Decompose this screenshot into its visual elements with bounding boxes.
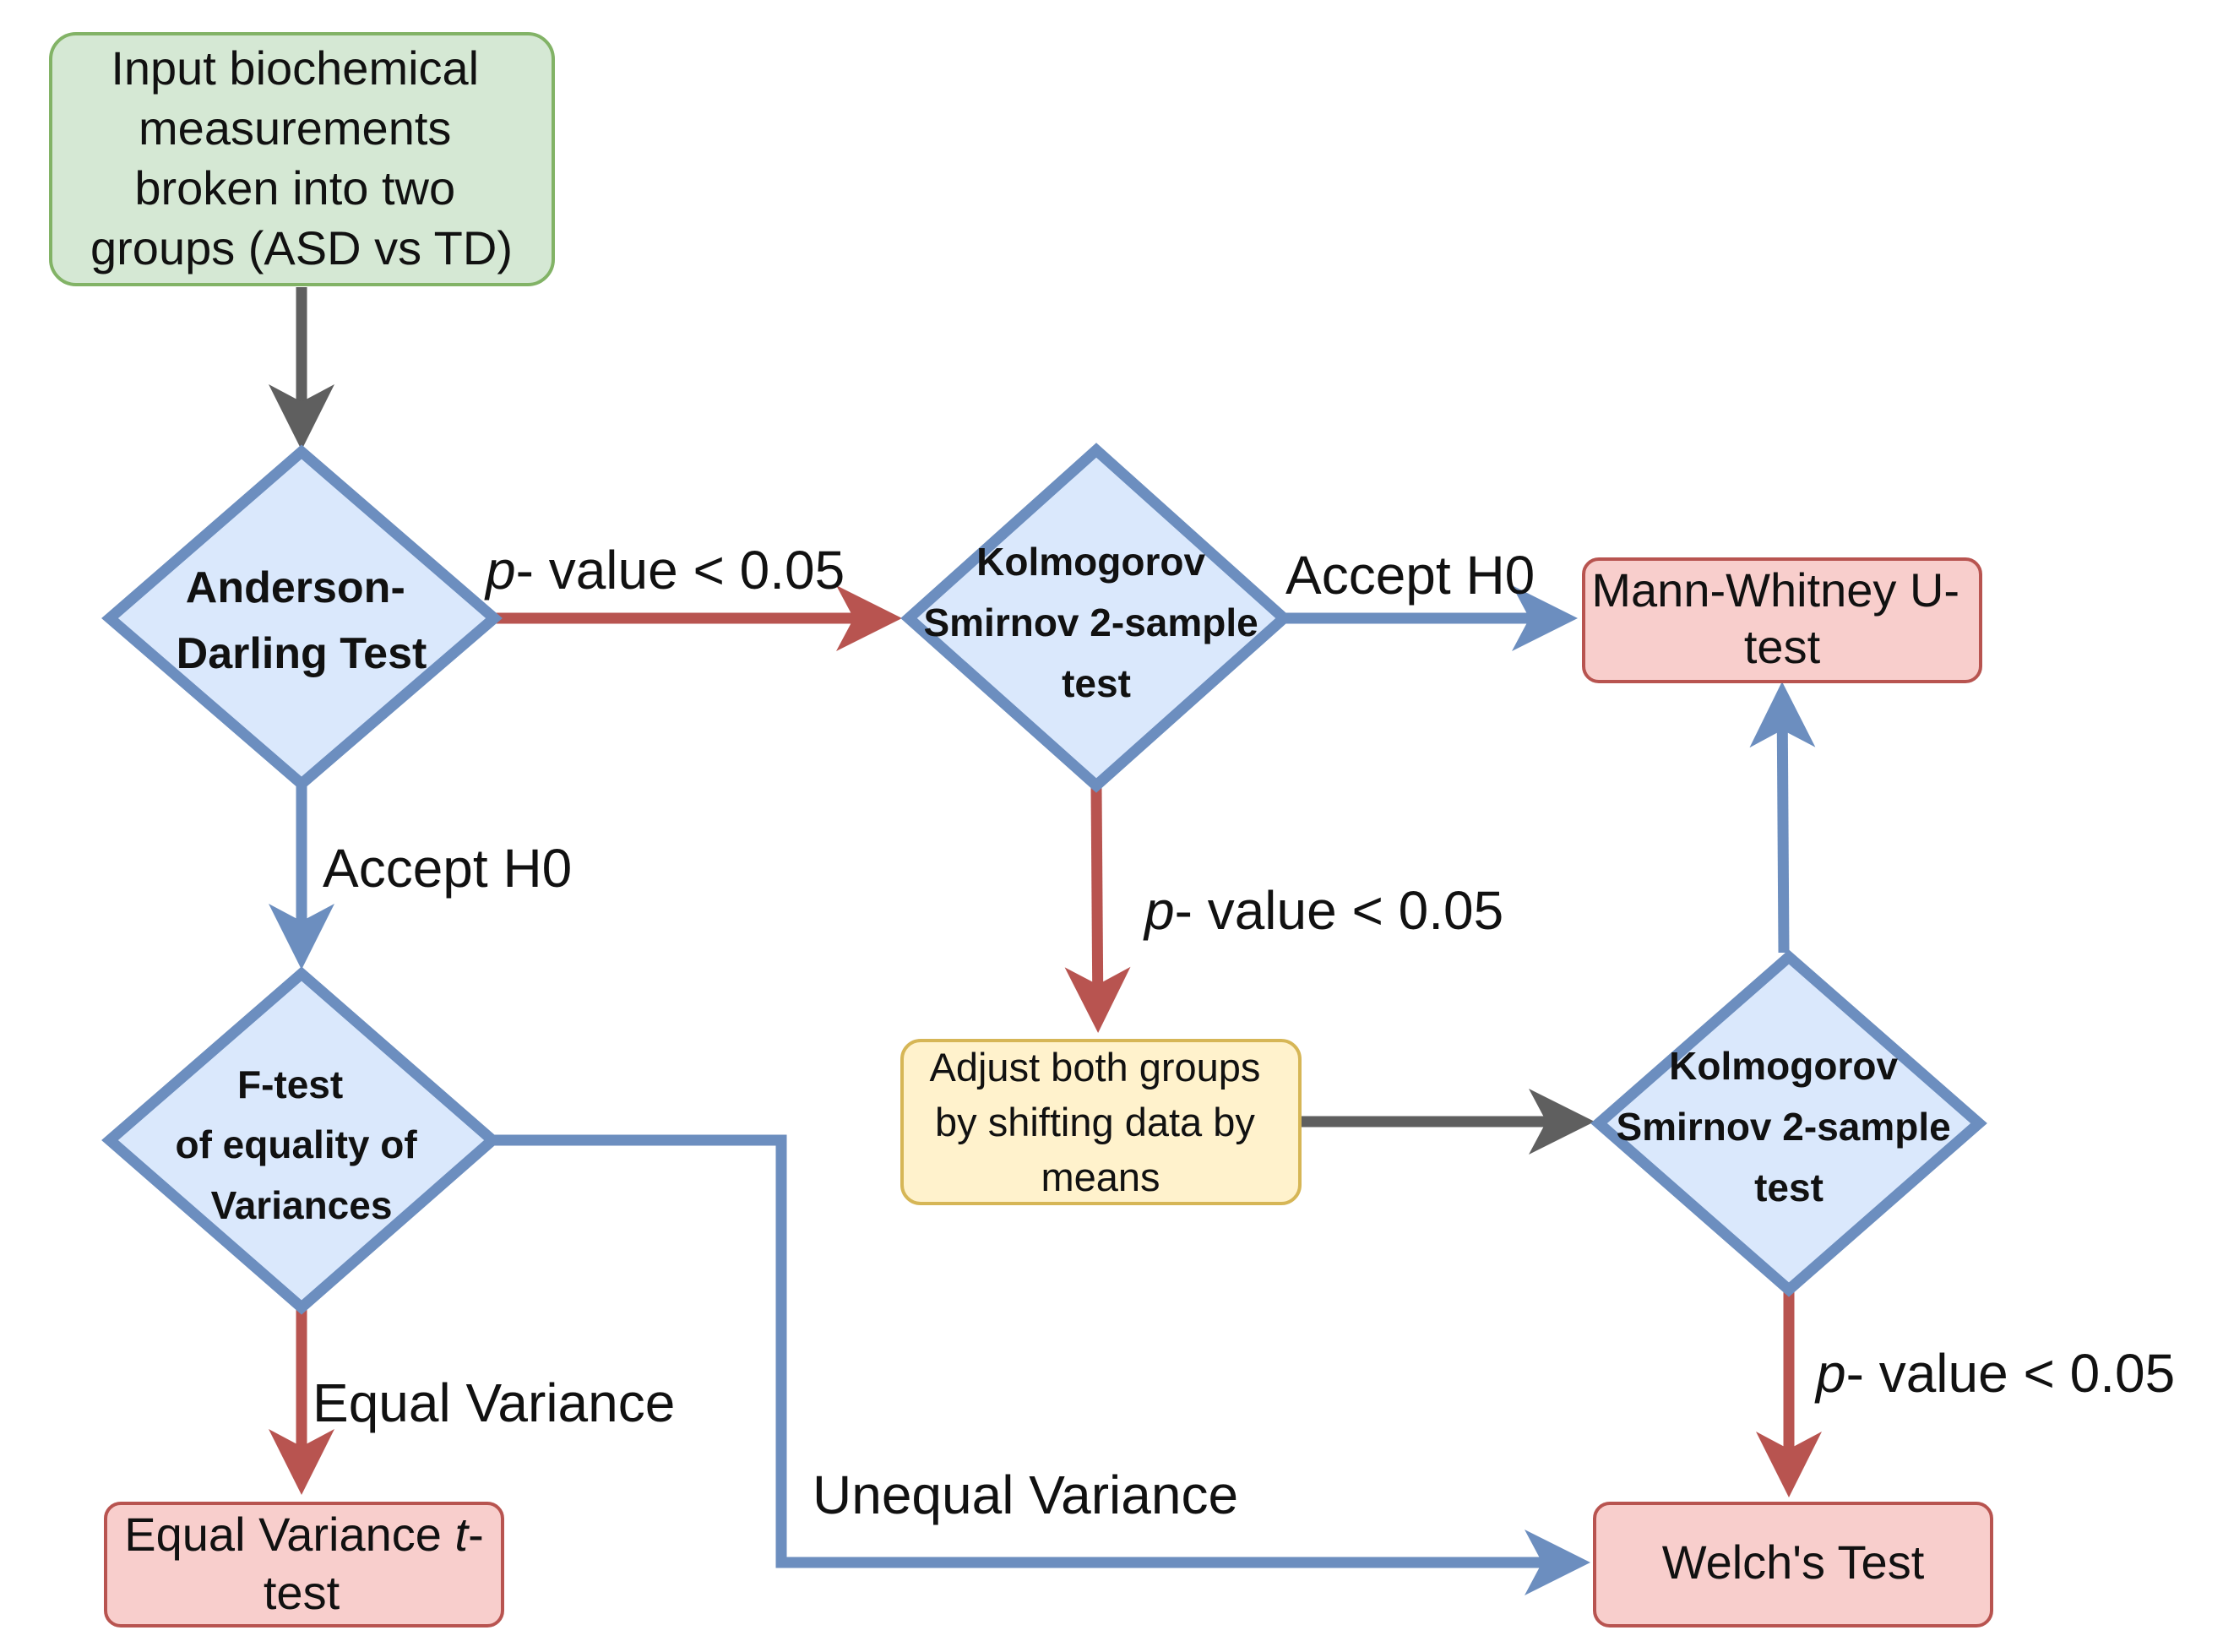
welch-text: Welch's Test	[1662, 1535, 1925, 1589]
f-test-diamond	[101, 966, 501, 1315]
anderson-darling-diamond	[101, 444, 503, 791]
f-test-node: F-test of equality of Variances	[101, 966, 501, 1315]
welch-node: Welch's Test	[1593, 1502, 1993, 1628]
label-ks2-pvalue: p- value < 0.05	[1814, 1343, 2175, 1404]
svg-text:F-test of equality of: F-test of equality of Variances	[175, 1062, 427, 1227]
svg-text:Input biochemical measur: Input biochemical measurements broken in…	[90, 41, 513, 274]
ks-test-1-node: Kolmogorov Smirnov 2-sample test	[900, 443, 1292, 793]
edge-ftest-to-welch	[492, 1134, 1590, 1595]
equal-variance-t-box	[104, 1502, 504, 1628]
adjust-node: Adjust both groups by shifting data by m…	[900, 1039, 1302, 1205]
input-node: Input biochemical measurements broken in…	[49, 32, 555, 286]
ks1-text-line-3: test	[1062, 661, 1131, 705]
label-unequal-variance: Unequal Variance	[813, 1465, 1238, 1525]
equal-t-suffix: -	[468, 1508, 484, 1561]
label-equal-variance: Equal Variance	[313, 1372, 675, 1433]
edge-ks1-to-adjust	[1064, 786, 1131, 1033]
label-ks1-accept: Accept H0	[1285, 545, 1535, 606]
input-text-line-4: groups (ASD vs TD)	[90, 221, 513, 274]
adjust-text-line-3: means	[1041, 1155, 1160, 1199]
ks1-text-line-2: Smirnov 2-sample	[923, 600, 1258, 644]
input-text-line-3: broken into two	[134, 161, 455, 215]
equal-t-line-2: test	[264, 1566, 340, 1619]
ks2-text-line-1: Kolmogorov	[1669, 1044, 1898, 1088]
label-anderson-pvalue: p- value < 0.05	[484, 540, 845, 600]
input-text-line-1: Input biochemical	[111, 41, 479, 95]
edge-ks2-to-mann	[1749, 682, 1816, 954]
adjust-text-line-1: Adjust both groups	[930, 1045, 1261, 1090]
pvalue-rest: - value < 0.05	[516, 540, 845, 600]
edge-labels: p- value < 0.05 Accept H0 Accept H0 p- v…	[313, 540, 2175, 1525]
welch-box	[1593, 1502, 1993, 1628]
mann-whitney-node: Mann-Whitney U- test	[1582, 557, 1982, 683]
mann-text-line-2: test	[1744, 620, 1821, 673]
svg-text:Mann-Whitney U- test: Mann-Whitney U- test	[1591, 563, 1972, 673]
pvalue-rest: - value < 0.05	[1846, 1343, 2176, 1404]
pvalue-p: p	[1143, 880, 1175, 941]
ks2-text-line-3: test	[1754, 1166, 1824, 1209]
mann-whitney-box	[1582, 557, 1982, 683]
svg-text:Welch's Test: Welch's Test	[1662, 1535, 1925, 1589]
label-anderson-accept: Accept H0	[323, 838, 572, 899]
anderson-text-line-2: Darling Test	[177, 629, 427, 678]
input-box	[49, 32, 555, 286]
ks1-text-line-1: Kolmogorov	[976, 540, 1205, 584]
svg-text:Anderson- Darling Test: Anderson- Darling Test	[177, 563, 427, 678]
ftest-text-line-3: Variances	[211, 1183, 393, 1227]
pvalue-p: p	[484, 540, 516, 600]
equal-t-prefix: Equal Variance	[124, 1508, 454, 1561]
pvalue-rest: - value < 0.05	[1175, 880, 1504, 941]
svg-text:Kolmogorov Smirnov 2-sam: Kolmogorov Smirnov 2-sample test	[1616, 1044, 1961, 1209]
equal-variance-t-node: Equal Variance t- test	[104, 1502, 504, 1628]
ftest-text-line-1: F-test	[237, 1062, 343, 1106]
label-ks1-pvalue: p- value < 0.05	[1143, 880, 1503, 941]
edges	[269, 287, 1822, 1595]
svg-text:Equal Variance t-: Equal Variance t-	[124, 1508, 483, 1561]
pvalue-p: p	[1814, 1343, 1846, 1404]
svg-text:test: test	[264, 1566, 340, 1619]
mann-text-line-1: Mann-Whitney U-	[1591, 563, 1959, 617]
adjust-box	[900, 1039, 1302, 1205]
ks-test-2-node: Kolmogorov Smirnov 2-sample test	[1590, 949, 1987, 1297]
ks-test-2-diamond	[1590, 949, 1987, 1297]
adjust-text-line-2: by shifting data by	[935, 1100, 1255, 1144]
ftest-text-line-2: of equality of	[175, 1122, 417, 1166]
anderson-text-line-1: Anderson-	[186, 563, 405, 612]
equal-t-italic: t	[455, 1508, 470, 1561]
svg-text:Kolmogorov Smirnov 2-sam: Kolmogorov Smirnov 2-sample test	[923, 540, 1269, 705]
input-text-line-2: measurements	[139, 101, 451, 155]
ks-test-1-diamond	[900, 443, 1292, 793]
ks2-text-line-2: Smirnov 2-sample	[1616, 1105, 1950, 1149]
anderson-darling-node: Anderson- Darling Test	[101, 444, 503, 791]
svg-text:Adjust both groups by sh: Adjust both groups by shifting data by m…	[930, 1045, 1272, 1199]
